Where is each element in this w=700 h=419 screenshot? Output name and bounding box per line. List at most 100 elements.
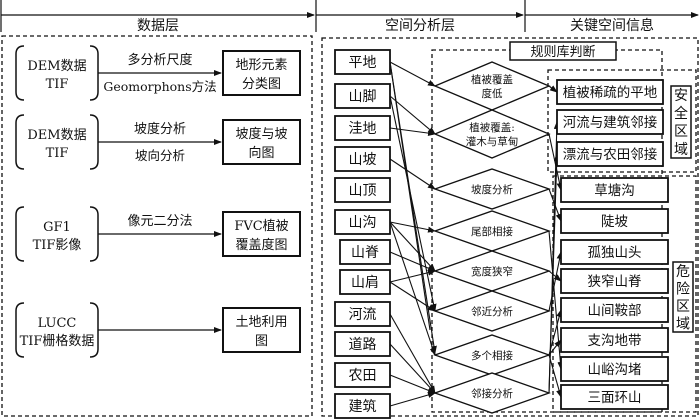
danger-zone-item-box xyxy=(560,297,669,323)
danger-zone-item-box xyxy=(560,239,669,265)
rule-base-label: 规则库判断 xyxy=(530,44,595,60)
terrain-element-label: 河流 xyxy=(349,307,377,323)
terrain-element: 山肩 xyxy=(339,269,391,295)
source-name-line1: DEM数据 xyxy=(27,128,86,143)
danger-zone-item-label: 支沟地带 xyxy=(588,333,642,349)
source-bracket-left xyxy=(15,114,25,170)
safe-zone-item: 植被稀疏的平地 xyxy=(556,79,664,105)
terrain-element-label: 农田 xyxy=(349,368,377,384)
danger-zone-label-char: 域 xyxy=(676,316,690,332)
danger-zone-item: 支沟地带 xyxy=(560,327,669,353)
connection-arrow xyxy=(548,354,562,398)
output-map-line1: 地形元素 xyxy=(235,58,287,73)
terrain-element-box xyxy=(334,331,391,357)
safe-zone-label-char: 区 xyxy=(674,124,688,140)
danger-zone-item-box xyxy=(560,268,669,294)
rule-label-line1: 植被覆盖 xyxy=(471,73,513,86)
rule-diamond-shape xyxy=(433,168,551,210)
terrain-element: 河流 xyxy=(334,301,391,327)
terrain-element-box xyxy=(334,146,391,172)
source-bracket-right xyxy=(89,114,99,170)
connection-arrow xyxy=(548,251,563,312)
source-bracket-left xyxy=(15,206,25,262)
terrain-element-label: 山顶 xyxy=(349,183,377,199)
source-name-line2: TIF栅格数据 xyxy=(20,333,95,349)
layer-title-key-info: 关键空间信息 xyxy=(570,17,654,34)
rule-diamond: 多个相接 xyxy=(433,334,551,376)
analysis-layer-panel xyxy=(321,37,699,417)
terrain-element: 山坡 xyxy=(334,146,391,172)
safe-zone-item: 漂流与农田邻接 xyxy=(556,141,664,167)
terrain-element-box xyxy=(334,393,391,419)
rule-label-line2: 灌木与草甸 xyxy=(466,135,519,148)
output-map-line2: 分类图 xyxy=(242,77,281,92)
terrain-element-box xyxy=(339,239,391,265)
output-map-line1: 土地利用 xyxy=(235,315,287,330)
terrain-element: 建筑 xyxy=(334,393,391,419)
connection-arrow xyxy=(389,221,436,356)
terrain-element-box xyxy=(334,209,391,235)
slope-item-box xyxy=(560,177,669,203)
connection-arrow xyxy=(548,153,560,394)
method-label-top: 坡度分析 xyxy=(134,121,186,137)
terrain-element-label: 山坡 xyxy=(349,152,377,168)
danger-zone-label-char: 险 xyxy=(676,281,690,297)
terrain-element-label: 山肩 xyxy=(351,275,379,291)
rule-label-line1: 植被覆盖: xyxy=(469,121,515,134)
safe-zone-item-label: 漂流与农田邻接 xyxy=(563,146,658,163)
safe-zone-item-label: 植被稀疏的平地 xyxy=(563,85,658,101)
terrain-element-box xyxy=(334,115,391,141)
method-label-top: 多分析尺度 xyxy=(127,52,192,68)
output-map-box xyxy=(222,119,301,165)
rule-label: 邻近分析 xyxy=(471,305,513,318)
safe-zone-item: 河流与建筑邻接 xyxy=(556,109,664,135)
rule-diamond-shape xyxy=(433,109,551,159)
terrain-element-box xyxy=(334,177,391,203)
method-label-bottom: 坡向分析 xyxy=(135,148,185,163)
rule-diamond: 坡度分析 xyxy=(433,168,551,210)
rule-diamond: 植被覆盖:灌木与草甸 xyxy=(433,109,551,159)
method-label-bottom: Geomorphons方法 xyxy=(103,79,216,94)
rule-base-label-box xyxy=(509,41,617,61)
layer-title-analysis: 空间分析层 xyxy=(385,18,455,34)
key-info-list: 植被稀疏的平地河流与建筑邻接漂流与农田邻接草塘沟陡坡孤独山头狭窄山脊山间鞍部支沟… xyxy=(556,79,669,410)
terrain-element-label: 平地 xyxy=(349,55,377,71)
rule-diamond: 邻近分析 xyxy=(433,290,551,332)
source-name-line1: GF1 xyxy=(43,220,71,235)
danger-zone-label-char: 区 xyxy=(676,299,690,315)
terrain-element-box xyxy=(334,301,391,327)
connection-arrow xyxy=(548,133,563,191)
layer-title-data: 数据层 xyxy=(137,18,179,34)
connection-arrow xyxy=(389,281,436,312)
connection-arrow xyxy=(389,61,436,87)
data-layer-rows: DEM数据TIF多分析尺度Geomorphons方法地形元素分类图DEM数据TI… xyxy=(15,45,301,358)
terrain-element: 道路 xyxy=(334,331,391,357)
terrain-element: 农田 xyxy=(334,362,391,388)
terrain-element-label: 山脊 xyxy=(351,245,379,261)
source-bracket-left xyxy=(15,302,25,358)
terrain-element-label: 山沟 xyxy=(349,215,377,231)
connection-lines xyxy=(389,61,564,407)
rule-diamond-shape xyxy=(433,290,551,332)
danger-zone-item-label: 山间鞍部 xyxy=(588,303,642,319)
rule-label: 尾部相接 xyxy=(471,225,513,238)
safe-zone-item-box xyxy=(556,141,664,167)
rule-diamond-shape xyxy=(433,61,551,111)
connection-arrow xyxy=(389,158,436,190)
terrain-element: 山脊 xyxy=(339,239,391,265)
terrain-element-box xyxy=(334,49,391,75)
slope-item-label: 草塘沟 xyxy=(594,183,635,199)
rule-diamond-shape xyxy=(433,210,551,252)
safe-zone-label-char: 安 xyxy=(674,88,688,104)
slope-item-box xyxy=(560,208,669,234)
rule-label-line2: 度低 xyxy=(482,87,503,100)
terrain-element-label: 洼地 xyxy=(349,121,377,137)
danger-zone-label-char: 危 xyxy=(676,264,690,280)
slope-item-label: 陡坡 xyxy=(601,214,629,230)
